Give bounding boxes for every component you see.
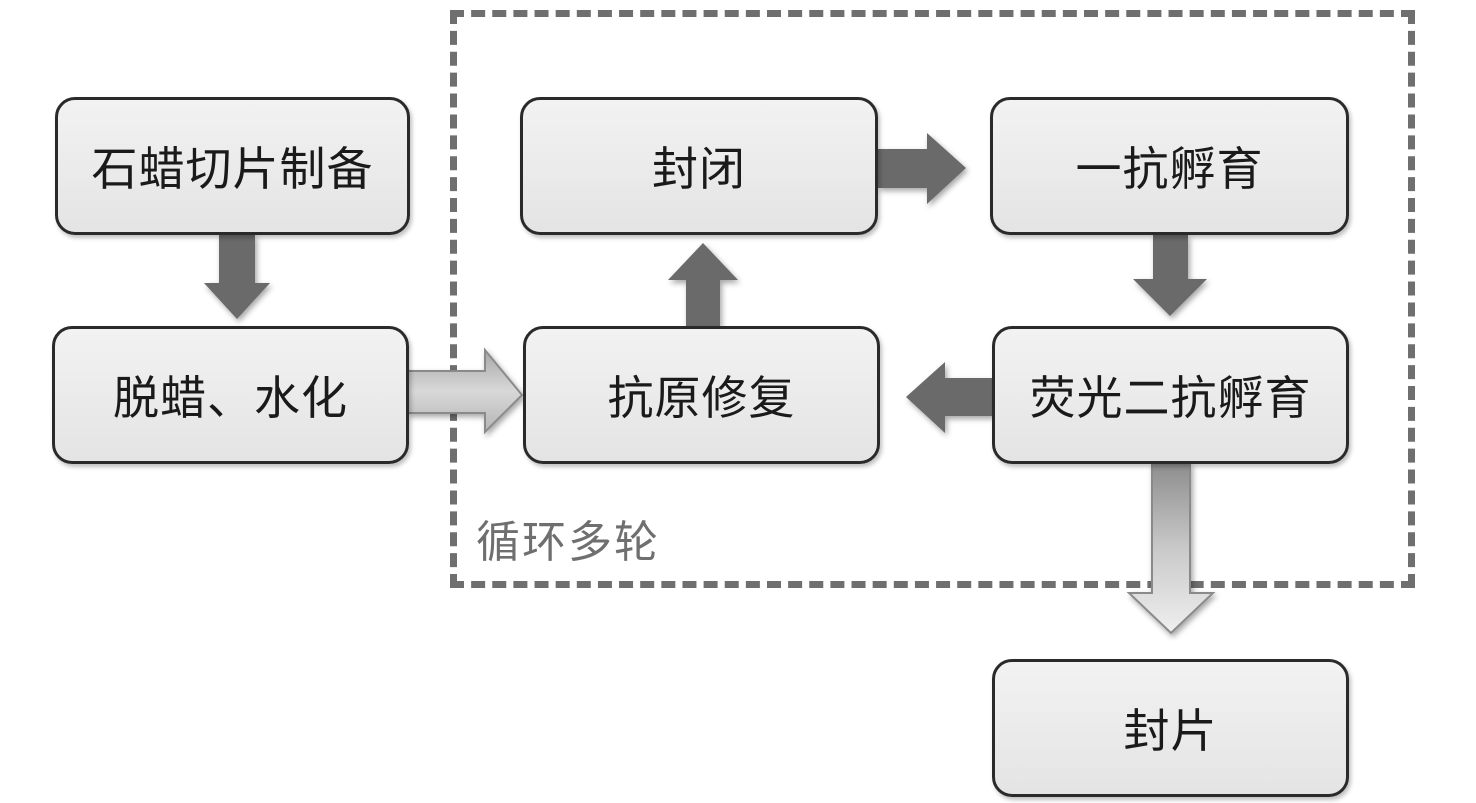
step-secondary-incubation-label: 荧光二抗孵育 [1029, 371, 1312, 425]
arrow-primary-to-secondary [1133, 235, 1207, 316]
step-blocking-label: 封闭 [652, 142, 746, 196]
step-secondary-incubation: 荧光二抗孵育 [992, 326, 1349, 464]
step-dewax-hydrate-label: 脱蜡、水化 [113, 371, 348, 425]
step-antigen-retrieval: 抗原修复 [523, 326, 880, 464]
step-mounting: 封片 [992, 659, 1349, 797]
step-dewax-hydrate: 脱蜡、水化 [52, 326, 409, 464]
arrow-secondary-to-retrieval [906, 362, 993, 433]
cycle-loop-frame [450, 10, 1415, 588]
step-primary-incubation-label: 一抗孵育 [1075, 142, 1264, 196]
step-antigen-retrieval-label: 抗原修复 [607, 371, 796, 425]
arrow-dewax-to-retrieval [407, 347, 524, 435]
arrow-secondary-to-mounting [1126, 463, 1216, 635]
arrow-retrieval-to-blocking [668, 243, 738, 326]
step-mounting-label: 封片 [1123, 704, 1218, 758]
step-paraffin-section-label: 石蜡切片制备 [91, 142, 374, 196]
step-blocking: 封闭 [520, 97, 878, 235]
step-paraffin-section: 石蜡切片制备 [55, 97, 410, 235]
step-primary-incubation: 一抗孵育 [990, 97, 1349, 235]
cycle-loop-label: 循环多轮 [476, 517, 660, 568]
arrow-blocking-to-primary [878, 133, 966, 204]
arrow-section-to-dewax [204, 235, 270, 319]
